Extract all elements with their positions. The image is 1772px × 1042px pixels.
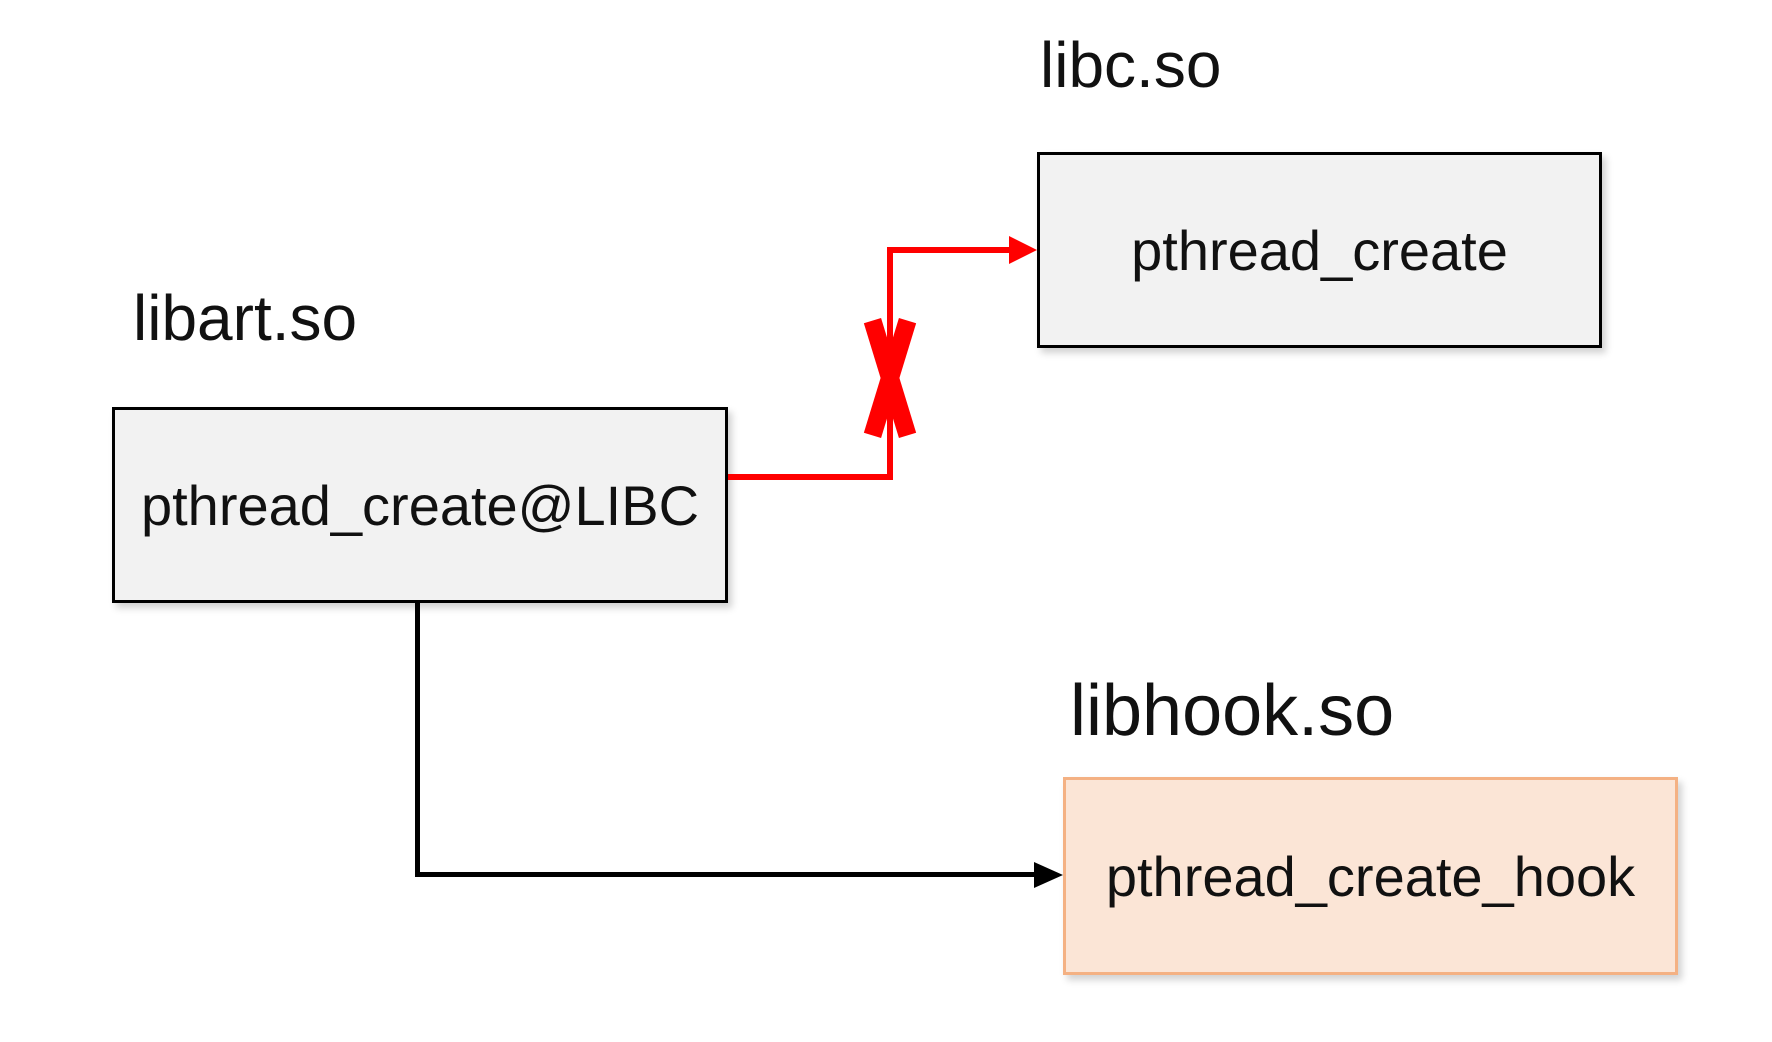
libart-function-text: pthread_create@LIBC xyxy=(140,473,700,537)
libc-function-text: pthread_create xyxy=(1131,218,1508,282)
libhook-function-text: pthread_create_hook xyxy=(1105,844,1636,908)
libc-label: libc.so xyxy=(1040,29,1222,101)
libart-label: libart.so xyxy=(133,282,358,354)
libhook-node-box: pthread_create_hook xyxy=(1063,777,1678,975)
libart-node-box: pthread_create@LIBC xyxy=(112,407,728,603)
red-arrowhead-icon xyxy=(1009,236,1037,264)
active-edge-segment-vertical xyxy=(415,603,420,877)
libhook-label: libhook.so xyxy=(1070,671,1395,751)
blocked-edge-segment-horizontal-lower xyxy=(728,474,893,480)
libc-node-box: pthread_create xyxy=(1037,152,1602,348)
blocked-edge-segment-horizontal-upper xyxy=(887,247,1011,253)
active-edge-segment-horizontal xyxy=(415,872,1036,877)
black-arrowhead-icon xyxy=(1034,862,1063,888)
